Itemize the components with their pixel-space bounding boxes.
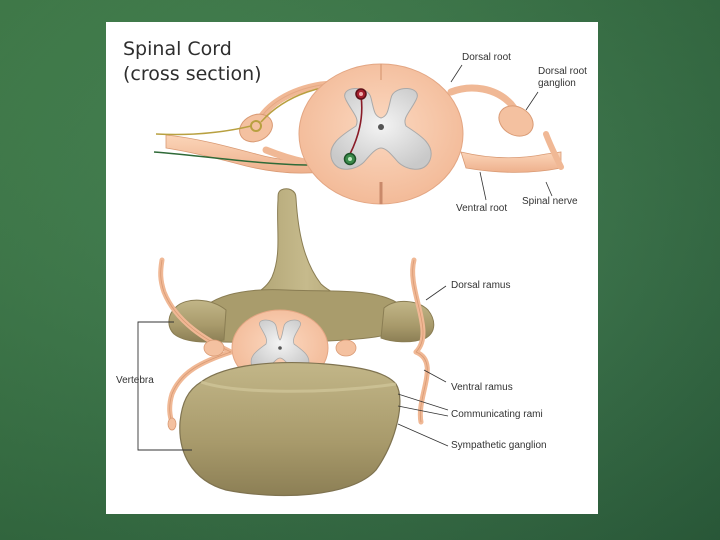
left-spinal-nerve xyxy=(165,134,322,174)
right-dorsal-root-ganglion xyxy=(498,105,534,137)
top-cross-section xyxy=(153,63,564,205)
title-cross-section: (cross section) xyxy=(123,63,262,85)
label-vertebra: Vertebra xyxy=(116,375,154,386)
label-spinal-nerve: Spinal nerve xyxy=(522,196,578,207)
sensory-axon xyxy=(155,125,252,136)
vertebra-bracket xyxy=(137,321,192,451)
left-sympathetic-ganglion xyxy=(167,417,177,431)
right-spinal-nerve xyxy=(460,151,562,173)
label-dorsal-root-ganglion-line1: Dorsal root xyxy=(538,66,587,77)
label-ventral-ramus: Ventral ramus xyxy=(451,382,513,393)
label-dorsal-ramus: Dorsal ramus xyxy=(451,280,511,291)
central-canal xyxy=(378,124,384,130)
title-spinal-cord: Spinal Cord xyxy=(123,38,232,60)
label-dorsal-root-ganglion-line2: ganglion xyxy=(538,78,576,89)
diagram-panel: Spinal Cord (cross section) Dorsal root … xyxy=(106,22,598,514)
spinal-cord-illustration xyxy=(137,63,564,497)
vertebra-section xyxy=(137,188,449,497)
left-transverse-process xyxy=(168,299,227,343)
label-sympathetic-ganglion: Sympathetic ganglion xyxy=(451,440,547,451)
vertebral-body xyxy=(179,361,401,497)
right-transverse-process xyxy=(380,301,435,343)
label-ventral-root: Ventral root xyxy=(456,203,508,214)
interneuron xyxy=(349,95,363,155)
label-dorsal-root: Dorsal root xyxy=(462,52,511,63)
label-communicating-rami: Communicating rami xyxy=(451,409,543,420)
left-dorsal-root-ganglion xyxy=(239,113,273,143)
